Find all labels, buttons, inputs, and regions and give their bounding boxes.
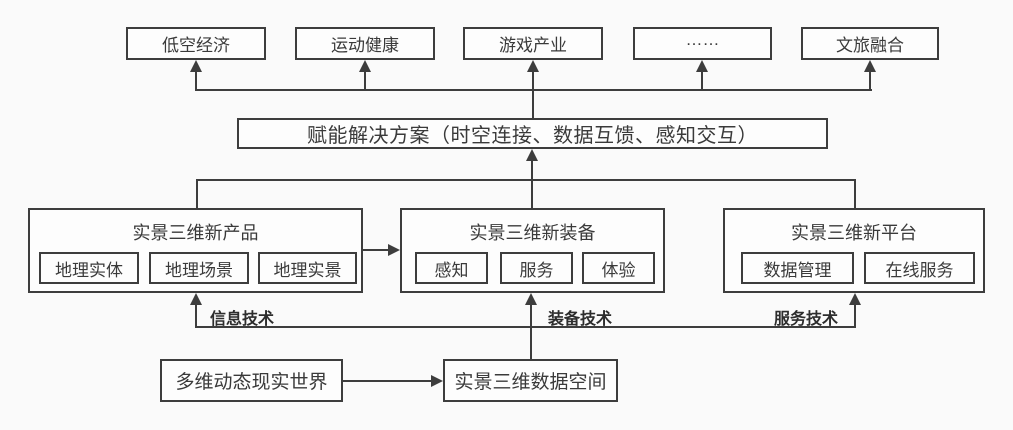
arrow-to-culture-tourism [864, 60, 876, 72]
equipment-item-experience: 体验 [582, 252, 655, 284]
mid-left-drop-line [196, 179, 198, 208]
arrow-product-to-equipment [388, 244, 400, 256]
arrow-service-tech [849, 293, 861, 305]
group-product-title: 实景三维新产品 [132, 223, 259, 243]
product-to-equipment-line [363, 249, 390, 251]
mid-right-drop-line [854, 179, 856, 208]
arrow-groups-to-solution [526, 149, 538, 161]
equipment-tech-stem-line [530, 303, 532, 359]
mid-center-stem-line [531, 159, 533, 208]
solution-box: 赋能解决方案（时空连接、数据互馈、感知交互） [237, 118, 828, 149]
group-equipment-box: 实景三维新装备 感知 服务 体验 [400, 208, 665, 293]
stub-sports-health-line [364, 70, 366, 91]
arrow-to-ellipsis [696, 60, 708, 72]
top-box-low-altitude-economy: 低空经济 [126, 27, 266, 60]
service-tech-stub-line [854, 303, 856, 328]
stub-low-altitude-economy-line [195, 70, 197, 91]
product-item-geo-scene: 地理场景 [149, 252, 249, 284]
arrow-info-tech [190, 293, 202, 305]
stub-ellipsis-line [701, 70, 703, 91]
top-box-ellipsis: …… [633, 27, 772, 60]
group-product-box: 实景三维新产品 地理实体 地理场景 地理实景 [28, 208, 363, 293]
top-box-gaming-industry: 游戏产业 [463, 27, 603, 60]
foundation-box-data-space: 实景三维数据空间 [443, 359, 618, 402]
arrow-to-sports-health [359, 60, 371, 72]
bottom-connector-rail-line [195, 326, 856, 328]
group-platform-title: 实景三维新平台 [791, 223, 917, 243]
equipment-item-perception: 感知 [415, 252, 488, 284]
foundation-box-real-world: 多维动态现实世界 [160, 359, 343, 402]
mid-connector-rail-line [196, 179, 856, 181]
tech-label-equipment: 装备技术 [548, 311, 613, 328]
arrow-to-low-altitude-economy [190, 60, 202, 72]
top-box-sports-health: 运动健康 [295, 27, 435, 60]
arrow-equipment-tech [525, 293, 537, 305]
equipment-item-service: 服务 [500, 252, 573, 284]
stem-solution-to-top-line [532, 70, 534, 118]
top-box-culture-tourism: 文旅融合 [801, 27, 939, 60]
group-equipment-title: 实景三维新装备 [469, 223, 596, 243]
info-tech-stub-line [195, 303, 197, 328]
tech-label-information: 信息技术 [210, 311, 275, 328]
tech-label-service: 服务技术 [774, 311, 839, 328]
group-platform-box: 实景三维新平台 数据管理 在线服务 [723, 208, 985, 293]
arrow-real-world-to-data-space [431, 375, 443, 387]
platform-item-data-management: 数据管理 [741, 252, 854, 284]
stub-culture-tourism-line [869, 70, 871, 91]
arrow-to-gaming-industry [527, 60, 539, 72]
product-item-geo-entity: 地理实体 [39, 252, 139, 284]
platform-item-online-service: 在线服务 [864, 252, 975, 284]
product-item-geo-reality: 地理实景 [258, 252, 357, 284]
real-world-to-data-space-line [343, 380, 432, 382]
ellipsis-text: …… [685, 29, 720, 49]
